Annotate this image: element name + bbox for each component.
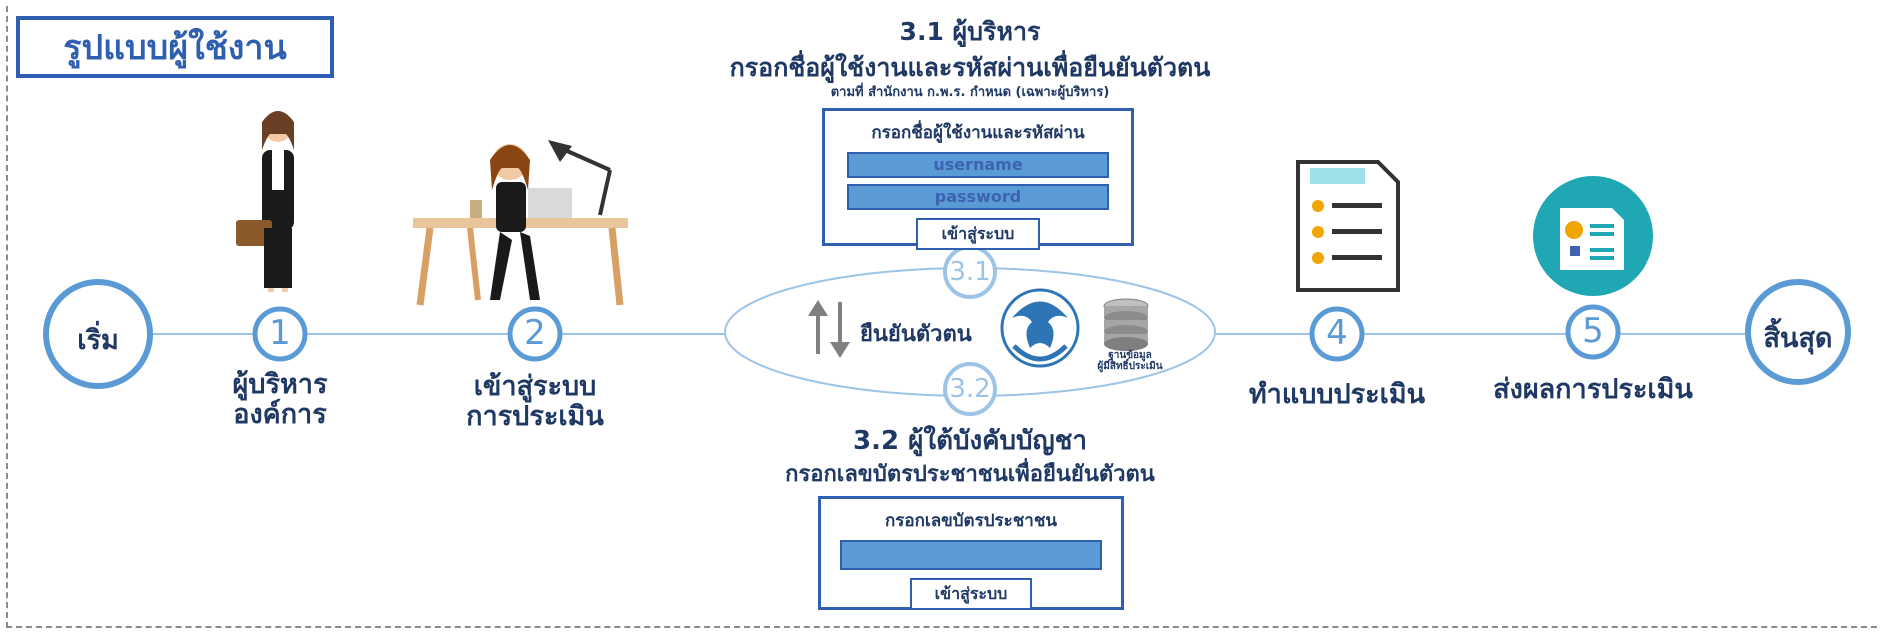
idcard-form-3-2-title: กรอกเลขบัตรประชาชน (884, 511, 1058, 531)
step-1-label-line2: องค์การ (233, 399, 327, 430)
badge-3-1: 3.1 (949, 257, 991, 287)
step-5-number: 5 (1582, 311, 1604, 351)
step-2-circle (507, 306, 563, 362)
section-3-1-subheading: กรอกชื่อผู้ใช้งานและรหัสผ่านเพื่อยืนยันต… (729, 53, 1211, 82)
up-down-arrows-icon (808, 300, 850, 358)
section-3-1-heading: 3.1 ผู้บริหาร (899, 17, 1041, 46)
database-label: ฐานข้อมูล ผู้มีสิทธิ์ประเมิน (1095, 350, 1165, 372)
section-3-2-heading: 3.2 ผู้ใต้บังคับบัญชา (853, 426, 1087, 456)
end-node (1745, 279, 1851, 385)
step-2-label: เข้าสู่ระบบ การประเมิน (445, 372, 625, 432)
garuda-emblem-icon (1000, 288, 1080, 368)
step-1-circle (252, 306, 308, 362)
step-1-label-line1: ผู้บริหาร (232, 369, 328, 400)
step-4-label: ทำแบบประเมิน (1248, 379, 1426, 410)
badge-3-2-circle (943, 362, 997, 416)
section-3-1-note: ตามที่ สำนักงาน ก.พ.ร. กำหนด (เฉพาะผู้บร… (830, 85, 1110, 100)
report-icon (1533, 176, 1653, 296)
step-5-label: ส่งผลการประเมิน (1493, 374, 1693, 405)
login-button-3-2[interactable]: เข้าสู่ระบบ (910, 578, 1032, 610)
step-4-circle (1309, 306, 1365, 362)
step-1-label: ผู้บริหาร องค์การ (190, 370, 370, 430)
checklist-document-icon (1296, 160, 1400, 292)
step-2-number: 2 (524, 313, 546, 353)
badge-3-2: 3.2 (949, 374, 991, 404)
login-form-3-1: กรอกชื่อผู้ใช้งานและรหัสผ่าน username pa… (822, 108, 1134, 250)
end-node-label: สิ้นสุด (1763, 323, 1833, 354)
idcard-form-3-2: กรอกเลขบัตรประชาชน เข้าสู่ระบบ (818, 496, 1124, 610)
login-button-3-1[interactable]: เข้าสู่ระบบ (916, 218, 1040, 250)
step-2-label-line2: การประเมิน (466, 401, 604, 432)
password-field[interactable]: password (847, 184, 1109, 210)
login-form-3-1-title: กรอกชื่อผู้ใช้งานและรหัสผ่าน (871, 123, 1085, 143)
database-icon (1103, 298, 1149, 351)
step-2-label-line1: เข้าสู่ระบบ (473, 371, 597, 402)
start-node-label: เริ่ม (77, 325, 119, 356)
page-title: รูปแบบผู้ใช้งาน (16, 16, 334, 78)
step-4-number: 4 (1326, 313, 1348, 353)
database-label-line1: ฐานข้อมูล (1108, 350, 1152, 361)
idcard-field[interactable] (840, 540, 1102, 570)
page-frame (6, 6, 1877, 628)
verify-label: ยืนยันตัวตน (860, 322, 972, 347)
desk-worker-illustration (413, 140, 628, 306)
start-node (43, 279, 153, 389)
businesswoman-illustration (236, 111, 294, 292)
step-1-number: 1 (269, 313, 291, 353)
section-3-2-subheading: กรอกเลขบัตรประชาชนเพื่อยืนยันตัวตน (785, 462, 1155, 487)
database-label-line2: ผู้มีสิทธิ์ประเมิน (1097, 361, 1163, 372)
username-field[interactable]: username (847, 152, 1109, 178)
step-5-circle (1565, 304, 1621, 360)
